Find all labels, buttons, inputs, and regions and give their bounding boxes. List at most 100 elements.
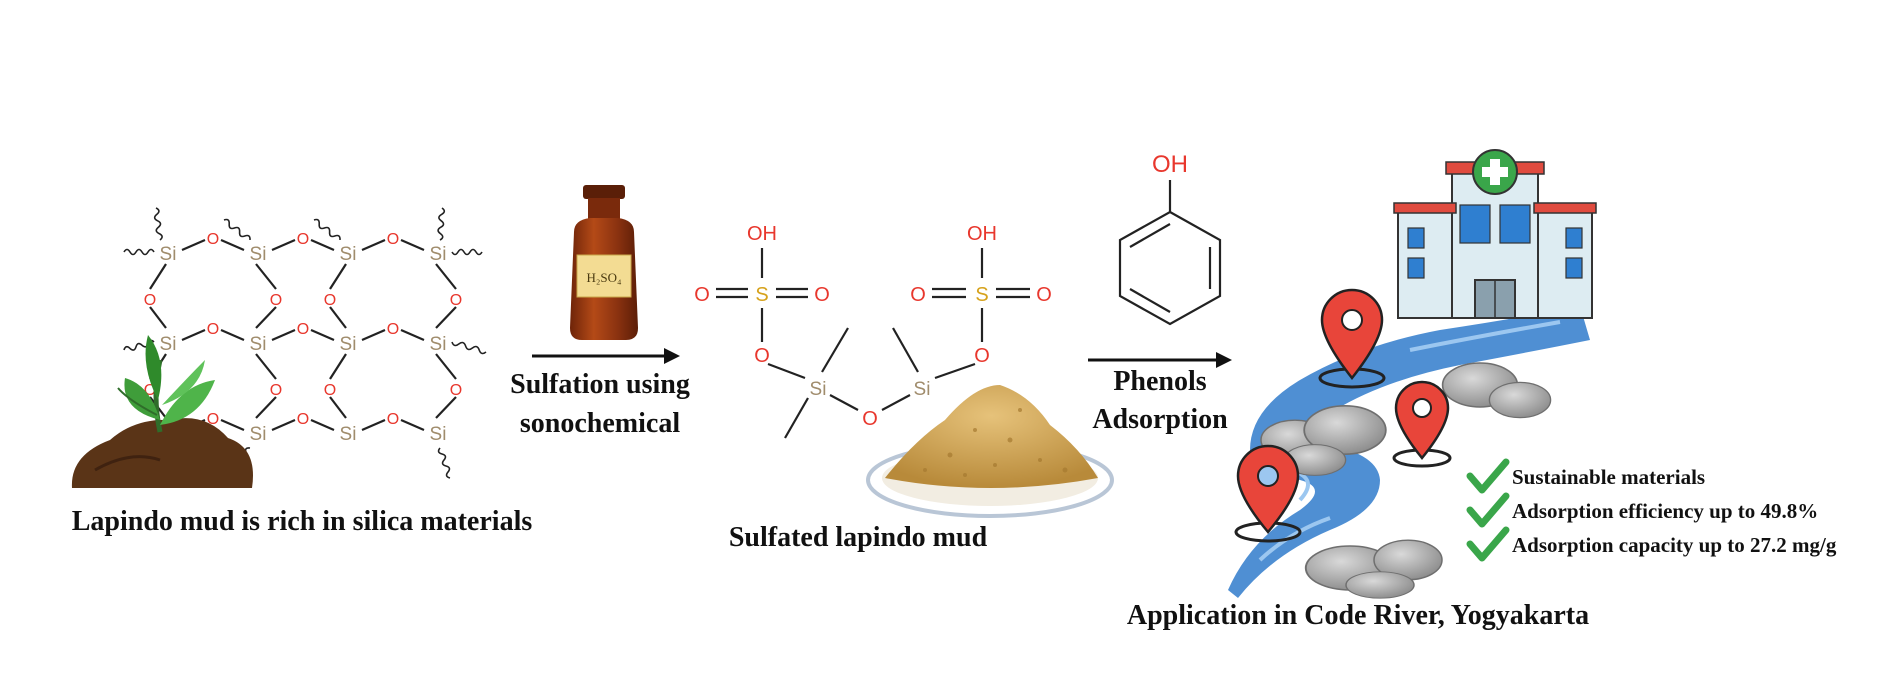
- arrow-sulfation: [532, 348, 680, 364]
- silicon-atom: Si: [340, 334, 357, 355]
- river-scene: Sustainable materials Adsorption efficie…: [1228, 149, 1837, 599]
- step2-caption: Sulfated lapindo mud: [729, 522, 988, 553]
- wavy-bond: [123, 248, 155, 256]
- soil-plant-icon: [71, 335, 254, 488]
- bond: [255, 263, 277, 290]
- oh-left: OH: [747, 223, 777, 245]
- arrow1-line1: Sulfation using: [510, 369, 690, 400]
- oxygen-atom: O: [324, 382, 336, 399]
- oxygen-atom: O: [387, 231, 399, 248]
- silicon-atom: Si: [250, 424, 267, 445]
- map-pin-icon: [1318, 288, 1386, 389]
- arrow2-line2: Adsorption: [1092, 404, 1228, 435]
- bond: [220, 238, 245, 252]
- phenol-oh: OH: [1152, 151, 1188, 178]
- silicon-atom: Si: [430, 334, 447, 355]
- oxygen-atom: O: [270, 292, 282, 309]
- hospital-icon: [1393, 149, 1597, 319]
- check-mark-icon: [1466, 458, 1510, 494]
- silicon-atom: Si: [340, 244, 357, 265]
- oxygen-atom: O: [450, 382, 462, 399]
- bond: [271, 418, 296, 432]
- silicon-left: Si: [810, 379, 827, 400]
- oxygen-atom: O: [450, 292, 462, 309]
- bond: [400, 238, 425, 252]
- bond: [361, 418, 386, 432]
- map-pin-icon: [1234, 444, 1302, 543]
- check-mark-icon: [1466, 492, 1510, 528]
- bond: [181, 238, 206, 252]
- silicon-atom: Si: [160, 244, 177, 265]
- oxygen-left-b: O: [814, 284, 830, 306]
- reagent-bottle-icon: H₂SO₄: [570, 185, 638, 340]
- bond: [149, 306, 167, 329]
- oxygen-right-a: O: [910, 284, 926, 306]
- bond: [361, 328, 386, 342]
- silicon-atom: Si: [160, 334, 177, 355]
- silicon-atom: Si: [340, 424, 357, 445]
- bond: [310, 238, 335, 252]
- reagent-label: H₂SO₄: [586, 270, 622, 285]
- oxygen-atom: O: [144, 292, 156, 309]
- arrow-adsorption: [1088, 352, 1232, 368]
- bond: [435, 263, 457, 290]
- silicon-atom: Si: [250, 244, 267, 265]
- sulfated-structure: OH S O O O Si O Si OH S O O O: [694, 223, 1052, 439]
- bond: [149, 263, 167, 290]
- step3-caption: Application in Code River, Yogyakarta: [1127, 600, 1589, 631]
- bond: [255, 306, 277, 329]
- bond: [255, 396, 277, 419]
- sulfur-right: S: [975, 284, 988, 306]
- benefit-item-2: Adsorption efficiency up to 49.8%: [1512, 499, 1818, 523]
- benefit-list: Sustainable materials Adsorption efficie…: [1466, 458, 1837, 562]
- sand-pile-icon: [866, 385, 1114, 518]
- silicon-atom: Si: [250, 334, 267, 355]
- oxygen-atom: O: [270, 382, 282, 399]
- wavy-bond: [313, 218, 341, 241]
- benefit-item-3: Adsorption capacity up to 27.2 mg/g: [1512, 533, 1837, 557]
- oxygen-atom: O: [324, 292, 336, 309]
- oxygen-atom: O: [297, 411, 309, 428]
- silicon-atom: Si: [430, 244, 447, 265]
- wavy-bond: [223, 218, 251, 241]
- wavy-bond: [153, 207, 163, 241]
- map-pin-icon: [1392, 380, 1452, 468]
- bond: [435, 306, 457, 329]
- wavy-bond: [437, 447, 451, 479]
- bond: [310, 418, 335, 432]
- wavy-bond: [451, 248, 483, 256]
- bond: [329, 263, 347, 290]
- step1-caption: Lapindo mud is rich in silica materials: [72, 506, 533, 537]
- oxygen-right-b: O: [1036, 284, 1052, 306]
- oxygen-right-c: O: [974, 345, 990, 367]
- wavy-bond: [451, 341, 487, 355]
- oxygen-atom: O: [207, 321, 219, 338]
- silicon-right: Si: [914, 379, 931, 400]
- oh-right: OH: [967, 223, 997, 245]
- wavy-bond: [437, 207, 446, 241]
- oxygen-left-a: O: [694, 284, 710, 306]
- oxygen-atom: O: [297, 321, 309, 338]
- oxygen-atom: O: [297, 231, 309, 248]
- phenol-structure: OH: [1118, 151, 1222, 326]
- bond: [255, 353, 277, 380]
- bond: [220, 418, 245, 432]
- bond: [400, 418, 425, 432]
- check-mark-icon: [1466, 526, 1510, 562]
- oxygen-atom: O: [387, 321, 399, 338]
- bond: [271, 328, 296, 342]
- oxygen-bridge: O: [862, 408, 878, 430]
- bond: [220, 328, 245, 342]
- arrow1-line2: sonochemical: [520, 408, 680, 439]
- bond: [435, 353, 457, 380]
- sulfur-left: S: [755, 284, 768, 306]
- oxygen-left-c: O: [754, 345, 770, 367]
- bond: [310, 328, 335, 342]
- bond: [329, 353, 347, 380]
- benefit-item-1: Sustainable materials: [1512, 465, 1705, 489]
- bond: [361, 238, 386, 252]
- bond: [181, 328, 206, 342]
- oxygen-atom: O: [207, 231, 219, 248]
- oxygen-atom: O: [387, 411, 399, 428]
- arrow2-line1: Phenols: [1113, 366, 1206, 397]
